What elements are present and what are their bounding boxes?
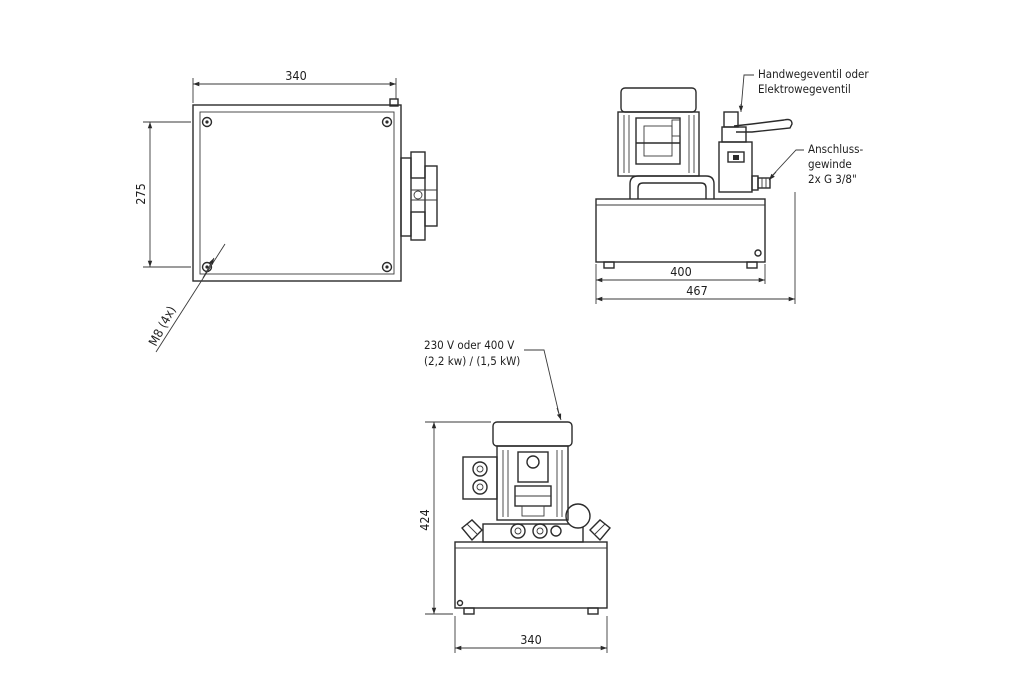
front-foot: [587, 607, 599, 615]
top-plate-tab: [389, 98, 399, 107]
front-switch-button[interactable]: [472, 479, 488, 495]
front-tank: [454, 541, 608, 609]
side-motor-body: [617, 111, 700, 177]
side-foot: [746, 261, 758, 269]
front-view: 230 V oder 400 V (2,2 kw) / (1,5 kW) 424…: [417, 338, 611, 653]
bolt-hole: [201, 116, 213, 128]
port-label-line3: 2x G 3/8": [808, 172, 857, 186]
side-frame: [629, 175, 715, 199]
valve-label-line1: Handwegeventil oder: [758, 67, 869, 81]
valve-leader-line: [740, 74, 754, 111]
port-leader-line: [769, 149, 804, 179]
side-tank: [595, 198, 766, 263]
side-valve-block: [718, 141, 753, 193]
motor-label-line2: (2,2 kw) / (1,5 kW): [424, 354, 520, 368]
bolt-hole: [381, 261, 393, 273]
side-port-fitting: [751, 175, 771, 191]
front-motor-fins: [502, 450, 563, 517]
top-view: 340 275 M8 (4x): [133, 68, 438, 353]
bolt-leader-line: [155, 243, 226, 353]
top-plate: [192, 104, 402, 282]
side-terminal-box: [635, 117, 681, 165]
front-motor-body: [496, 445, 569, 521]
side-sight-glass: [754, 249, 762, 257]
front-pressure-gauge: [565, 503, 591, 529]
side-foot: [603, 261, 615, 269]
side-view: Handwegeventil oder Elektrowegeventil An…: [595, 67, 869, 304]
motor-label-line1: 230 V oder 400 V: [424, 338, 514, 352]
front-switch-box: [462, 456, 498, 500]
valve-label-line2: Elektrowegeventil: [758, 82, 851, 96]
port-label-line2: gewinde: [808, 157, 852, 171]
side-motor-fins: [623, 115, 695, 173]
side-motor-cap: [620, 87, 697, 113]
motor-leader-line: [524, 349, 561, 419]
top-width-label: 340: [285, 68, 306, 83]
bolt-hole: [381, 116, 393, 128]
side-outer-width-label: 467: [686, 283, 707, 298]
front-right-fitting: [589, 519, 611, 542]
top-view-valve-block: [400, 151, 438, 241]
front-motor-cap: [492, 421, 573, 447]
front-height-label: 424: [417, 509, 432, 530]
front-width-label: 340: [520, 632, 541, 647]
front-manifold-ports: [510, 523, 562, 539]
port-label-line1: Anschluss-: [808, 142, 863, 156]
front-foot: [463, 607, 475, 615]
front-left-fitting: [461, 519, 483, 542]
top-depth-label: 275: [133, 183, 148, 204]
front-switch-button[interactable]: [472, 461, 488, 477]
top-plate-inner-line: [199, 111, 395, 275]
side-valve-lever: [733, 118, 793, 133]
side-inner-width-label: 400: [670, 264, 691, 279]
front-manifold: [482, 523, 584, 543]
bolt-label: M8 (4x): [145, 303, 178, 348]
